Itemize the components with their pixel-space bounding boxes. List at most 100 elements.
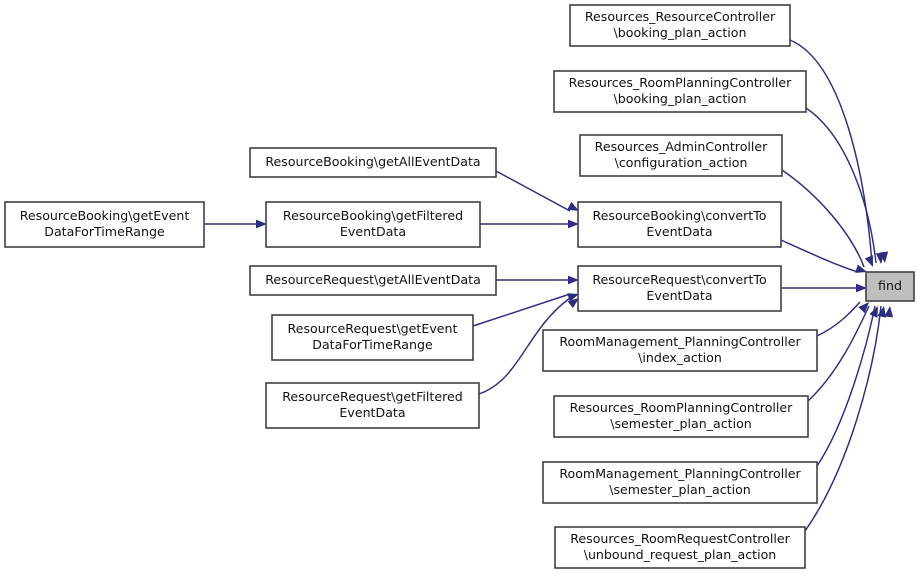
edge-line [789, 39, 873, 265]
node-label-line: RoomManagement_PlanningController [559, 466, 801, 481]
node-resources_roomrequestcontroller_unbound[interactable]: Resources_RoomRequestController\unbound_… [554, 526, 806, 569]
node-label-line: ResourceBooking\convertTo [593, 208, 767, 223]
node-label-line: EventData [646, 288, 712, 303]
arrowhead [858, 302, 869, 314]
node-label-line: \booking_plan_action [614, 91, 747, 106]
node-label-line: ResourceRequest\getAllEventData [265, 272, 481, 287]
edge-resources_roomrequestcontroller_unbound-to-find [804, 305, 894, 532]
edges-layer [204, 39, 894, 532]
node-box[interactable] [249, 147, 497, 178]
node-resources_admincontroller_configuration[interactable]: Resources_AdminController\configuration_… [579, 134, 783, 177]
node-label-line: \unbound_request_plan_action [584, 547, 777, 562]
arrowhead [567, 298, 579, 309]
edge-line [816, 305, 876, 467]
arrowhead [855, 264, 867, 273]
node-box[interactable] [577, 265, 782, 312]
edge-request_getAllEventData-to-request_convertToEventData [496, 275, 579, 285]
arrowhead [879, 251, 889, 263]
edge-line [816, 301, 861, 337]
node-label-line: Resources_AdminController [595, 139, 769, 154]
edge-booking_getEventDataForTimeRange-to-booking_getFilteredEventData [204, 219, 267, 229]
node-request_getAllEventData[interactable]: ResourceRequest\getAllEventData [249, 265, 497, 296]
node-label-line: RoomManagement_PlanningController [559, 334, 801, 349]
node-roommanagement_planningcontroller_semester_plan[interactable]: RoomManagement_PlanningController\semest… [542, 461, 818, 504]
arrowhead [864, 255, 873, 267]
node-label-line: ResourceBooking\getEvent [20, 208, 190, 223]
arrowhead [256, 219, 267, 229]
node-box[interactable] [4, 201, 205, 248]
node-label-line: ResourceRequest\getFiltered [282, 389, 463, 404]
node-label-line: \index_action [638, 350, 722, 365]
node-label-line: ResourceRequest\convertTo [592, 272, 767, 287]
nodes-layer: ResourceBooking\getEventDataForTimeRange… [4, 4, 915, 569]
node-label-line: \booking_plan_action [614, 25, 747, 40]
edge-line [807, 305, 870, 402]
node-box[interactable] [553, 395, 809, 438]
arrowhead [567, 293, 579, 302]
node-box[interactable] [265, 382, 480, 429]
arrowhead [568, 275, 579, 285]
arrowhead [568, 219, 579, 229]
edge-request_convertToEventData-to-find [781, 283, 867, 293]
node-box[interactable] [542, 329, 818, 372]
edge-roommanagement_planningcontroller_index-to-find [816, 301, 869, 337]
node-box[interactable] [865, 271, 915, 302]
node-box[interactable] [569, 4, 791, 47]
edge-request_getFilteredEventData-to-request_convertToEventData [478, 297, 579, 395]
edge-line [781, 169, 865, 268]
edge-line [805, 107, 877, 264]
node-label-line: EventData [340, 224, 406, 239]
edge-line [804, 305, 882, 532]
node-label-line: ResourceBooking\getAllEventData [265, 154, 480, 169]
node-label-line: Resources_ResourceController [585, 9, 776, 24]
edge-line [472, 293, 571, 327]
node-label-line: Resources_RoomRequestController [570, 531, 790, 546]
node-box[interactable] [271, 314, 474, 361]
edge-booking_convertToEventData-to-find [780, 239, 867, 273]
node-label-line: EventData [646, 224, 712, 239]
edge-line [780, 239, 859, 273]
arrowhead [884, 306, 894, 318]
node-label-line: \semester_plan_action [609, 482, 751, 497]
edge-request_getEventDataForTimeRange-to-request_convertToEventData [472, 293, 579, 327]
edge-booking_getAllEventData-to-booking_convertToEventData [495, 170, 579, 212]
edge-resources_roomplanningcontroller_booking_plan-to-find [805, 107, 889, 264]
arrowhead [856, 283, 867, 293]
node-booking_getAllEventData[interactable]: ResourceBooking\getAllEventData [249, 147, 497, 178]
edge-line [478, 297, 571, 395]
node-label-line: ResourceRequest\getEvent [288, 321, 458, 336]
node-label-line: DataForTimeRange [312, 337, 433, 352]
node-roommanagement_planningcontroller_index[interactable]: RoomManagement_PlanningController\index_… [542, 329, 818, 372]
node-box[interactable] [554, 526, 806, 569]
node-find[interactable]: find [865, 271, 915, 302]
node-resources_resourcecontroller_booking_plan[interactable]: Resources_ResourceController\booking_pla… [569, 4, 791, 47]
node-box[interactable] [542, 461, 818, 504]
node-label-line: DataForTimeRange [44, 224, 165, 239]
node-resources_roomplanningcontroller_semester_plan[interactable]: Resources_RoomPlanningController\semeste… [553, 395, 809, 438]
node-box[interactable] [249, 265, 497, 296]
node-box[interactable] [579, 134, 783, 177]
node-box[interactable] [265, 201, 481, 248]
node-label-line: \semester_plan_action [610, 416, 752, 431]
node-label-line: Resources_RoomPlanningController [569, 75, 792, 90]
edge-resources_roomplanningcontroller_semester_plan-to-find [807, 305, 878, 402]
node-box[interactable] [577, 201, 782, 248]
edge-line [495, 170, 571, 212]
node-label-line: \configuration_action [615, 155, 748, 170]
edge-resources_admincontroller_configuration-to-find [781, 169, 873, 268]
arrowhead [567, 201, 579, 211]
node-resources_roomplanningcontroller_booking_plan[interactable]: Resources_RoomPlanningController\booking… [553, 70, 807, 113]
node-box[interactable] [553, 70, 807, 113]
edge-booking_getFilteredEventData-to-booking_convertToEventData [480, 219, 579, 229]
node-label-line: find [878, 278, 902, 293]
node-label-line: EventData [339, 405, 405, 420]
node-label-line: Resources_RoomPlanningController [570, 400, 793, 415]
